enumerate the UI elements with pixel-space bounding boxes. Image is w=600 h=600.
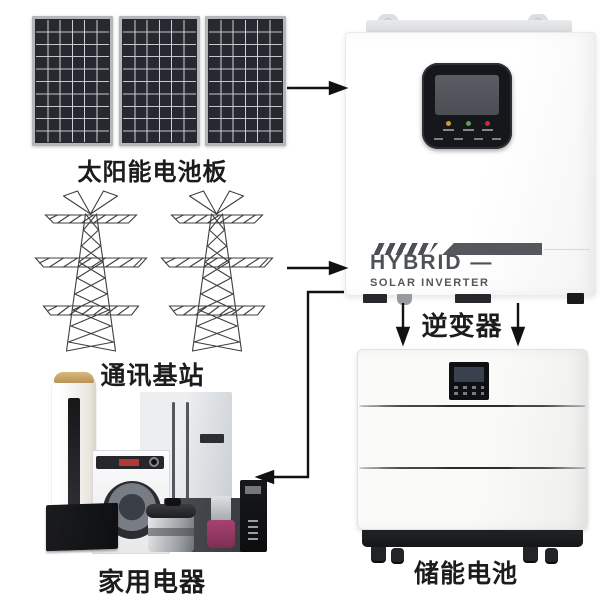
solar-panel-icon [32,16,113,146]
fridge-display [200,434,224,443]
inverter-connector [567,293,584,304]
battery-display [449,362,489,400]
appliances-cluster [44,370,270,562]
led-amber-icon [446,121,451,126]
brand-stripe-hatch [368,243,438,255]
towers-label: 通讯基站 [100,362,205,390]
arrow-inverter-to-battery-left [395,303,411,347]
transmission-tower-icon [32,188,150,354]
inverter-connector [363,294,387,303]
solar-panel-icon [119,16,200,146]
blender-base [207,520,235,548]
pressure-cooker-icon [146,498,196,552]
washer-knob [149,457,159,467]
led-green-icon [466,121,471,126]
solar-cells [209,20,282,142]
battery-screen [454,367,484,382]
battery-module-seam [359,467,586,469]
panel-button [434,138,443,140]
inverter-screen [435,75,499,115]
led-caption [463,129,474,131]
battery-module-seam [359,405,586,407]
battery-buttons [454,386,484,389]
oven-icon [240,480,267,552]
battery-wheel-icon [545,548,558,562]
tv-icon [46,502,118,552]
fridge-handle [172,402,175,504]
oven-label-patch [245,486,261,494]
led-caption [482,129,493,131]
solar-cells [36,20,109,142]
battery-buttons [454,392,484,395]
battery-unit [357,349,588,530]
ac-top-cap [54,372,94,383]
cooker-lid [146,504,196,518]
battery-wheel-icon [371,544,386,561]
brand-subtitle: SOLAR INVERTER [370,277,490,289]
arrow-solar-to-inverter [287,80,349,96]
ac-display-strip [68,398,80,510]
fridge-handle [186,402,189,504]
inverter-connector [455,294,491,303]
blender-cup [211,496,231,520]
solar-cells [123,20,196,142]
inverter-label: 逆变器 [421,311,503,341]
inverter-unit: HYBRID — SOLAR INVERTER [345,32,596,296]
inverter-knob [397,294,412,305]
panel-button [492,138,501,140]
brand-rule [544,249,590,250]
cooker-handle [165,498,181,506]
arrow-inverter-to-battery-right [510,303,526,347]
cooker-band [148,528,194,536]
brand-title: HYBRID — [370,251,494,274]
solar-panels-label: 太阳能电池板 [77,159,228,186]
washer-display [119,459,139,466]
brand-stripe-bar [442,243,542,255]
solar-panel-icon [205,16,286,146]
oven-controls [248,520,258,540]
led-caption [443,129,454,131]
transmission-tower-icon [158,188,276,354]
battery-label: 储能电池 [413,560,518,588]
battery-base [362,529,583,547]
panel-button [474,138,483,140]
battery-wheel-icon [391,548,404,562]
battery-wheel-icon [523,544,538,561]
led-red-icon [485,121,490,126]
panel-button [454,138,463,140]
appliances-label: 家用电器 [97,567,206,597]
blender-icon [207,496,235,550]
arrow-towers-to-inverter [287,260,349,276]
inverter-mount-bracket [366,20,572,33]
inverter-control-panel [422,63,512,149]
